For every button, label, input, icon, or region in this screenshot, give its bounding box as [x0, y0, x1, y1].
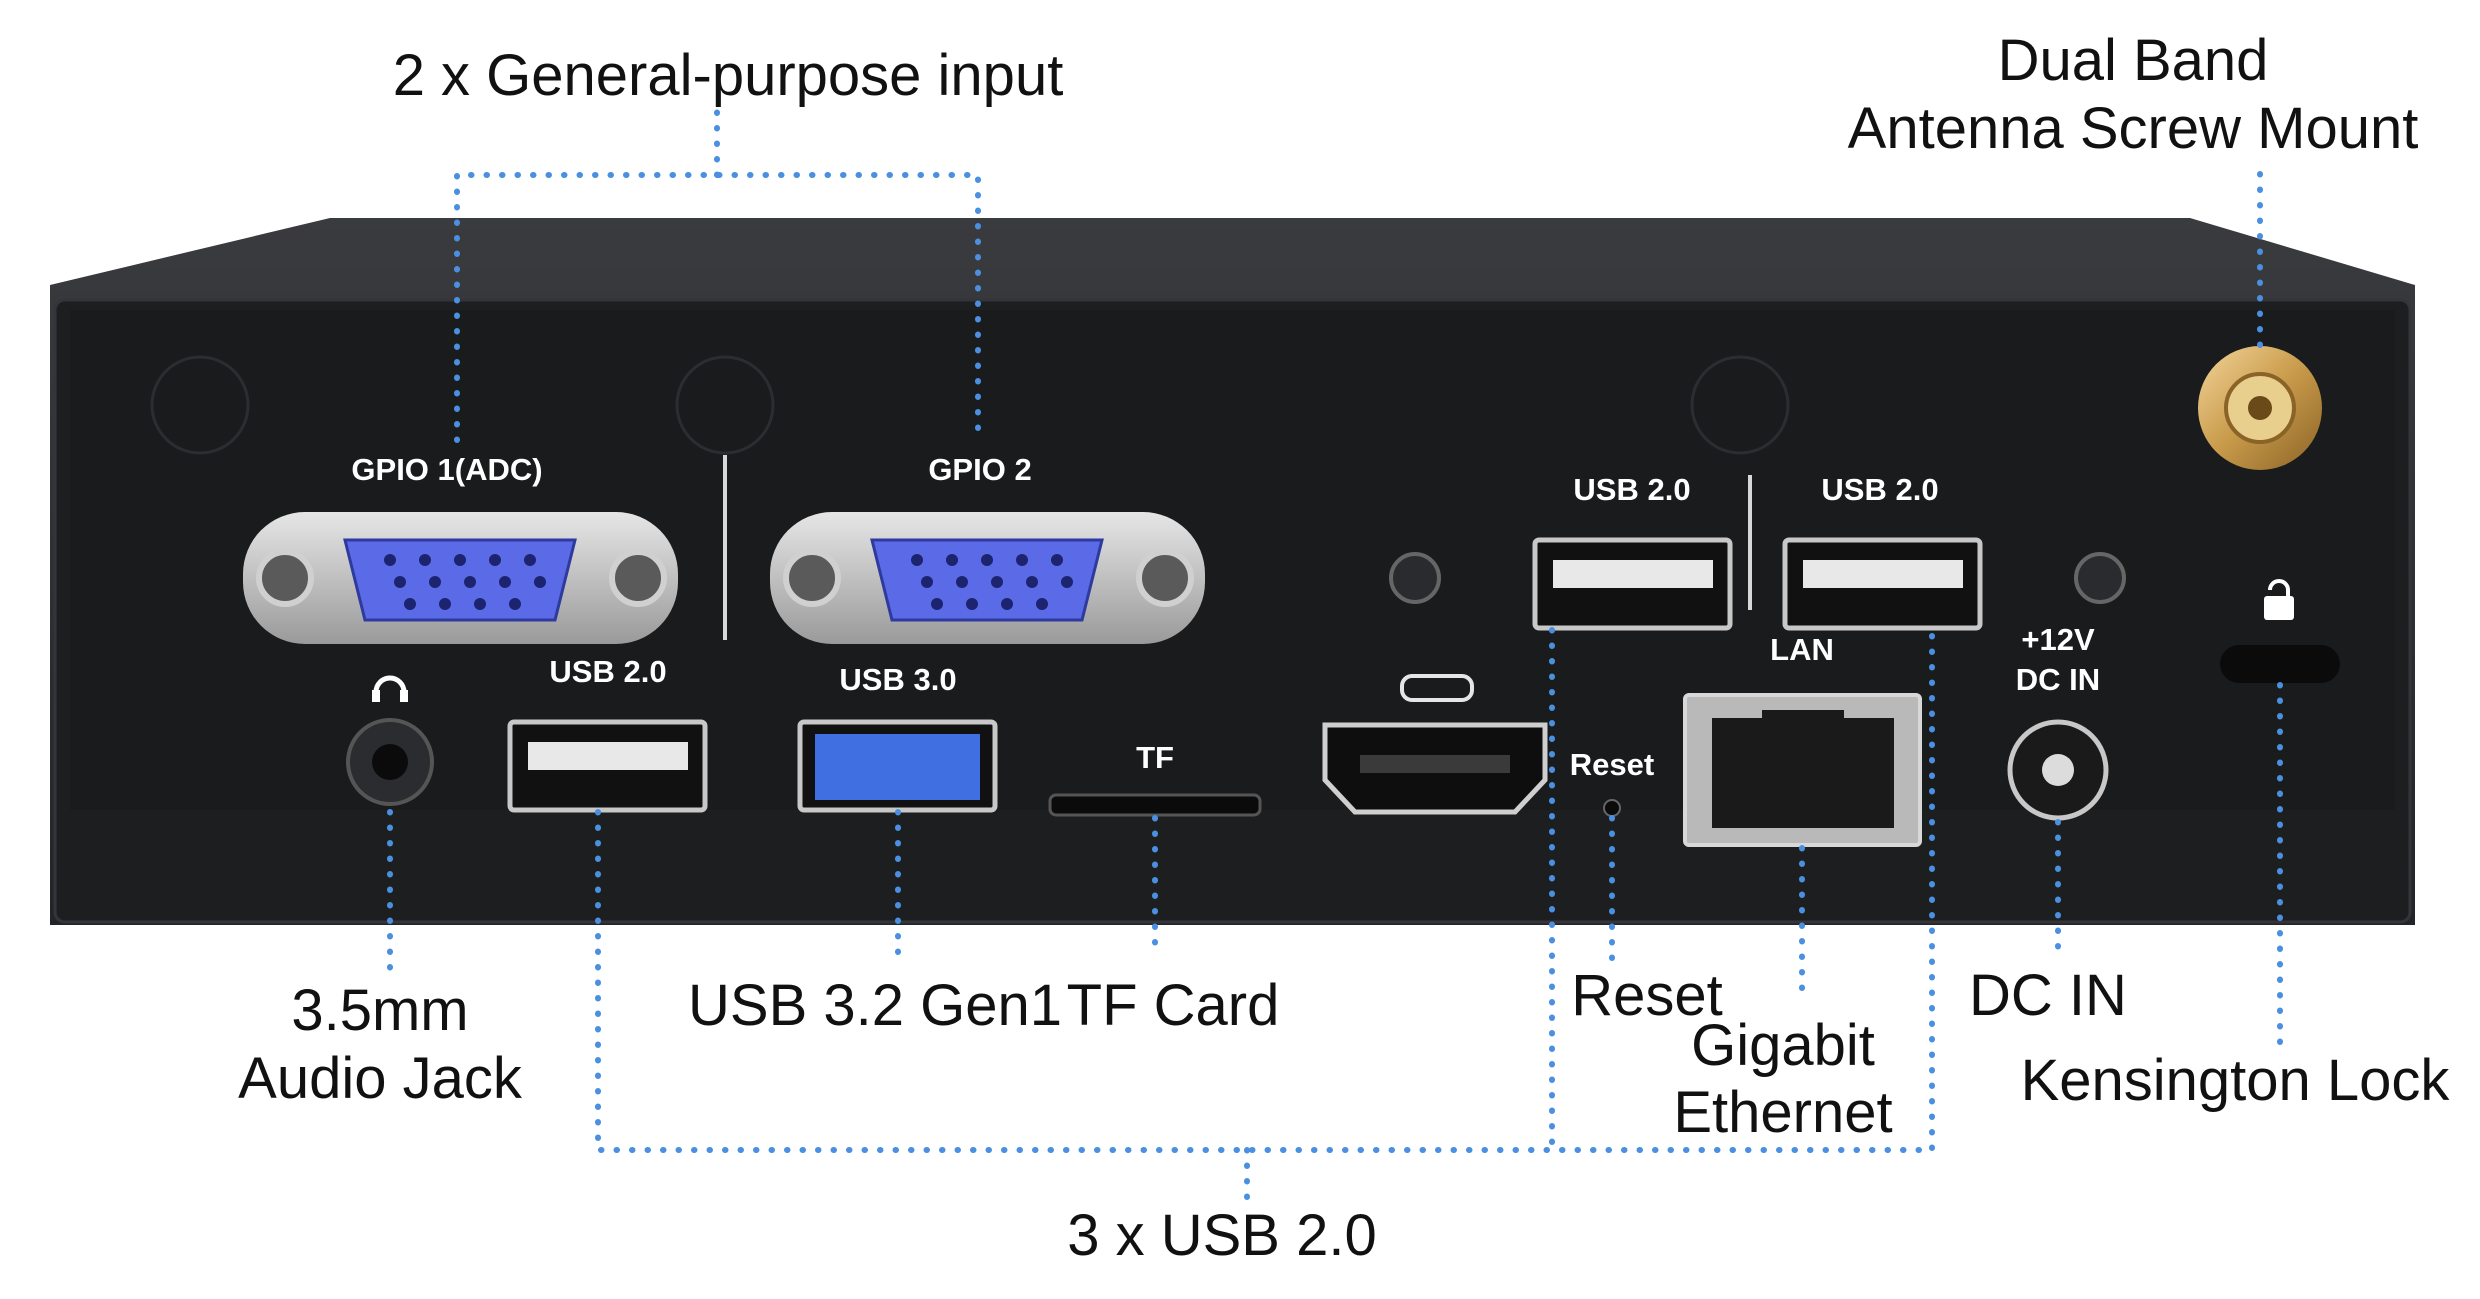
usb20-front-port [507, 719, 708, 813]
usb20-top-left-port [1532, 537, 1733, 631]
callout-kensington: Kensington Lock [2021, 1048, 2451, 1113]
callout-antenna-line1: Dual Band [1998, 28, 2269, 93]
callout-ethernet-line1: Gigabit [1691, 1013, 1875, 1078]
leader-gpio [454, 107, 981, 443]
label-gpio2: GPIO 2 [928, 452, 1031, 487]
antenna-mount [2198, 346, 2322, 470]
gpio1-port [243, 512, 678, 644]
callout-antenna-line2: Antenna Screw Mount [1848, 96, 2419, 161]
label-tf: TF [1136, 740, 1174, 775]
tf-slot [1048, 793, 1262, 817]
leader-lines [387, 107, 2283, 1203]
lan-port [1683, 693, 1922, 847]
callout-dcin: DC IN [1969, 963, 2127, 1028]
leader-usb20x3 [595, 627, 1935, 1203]
usb20-top-right-port [1782, 537, 1983, 631]
kensington-slot [2220, 645, 2340, 683]
lock-icon [2264, 579, 2294, 620]
gpio2-port [770, 512, 1205, 644]
dc-in-port [2007, 719, 2109, 821]
label-lan: LAN [1770, 632, 1834, 667]
callout-audio-line1: 3.5mm [291, 978, 468, 1043]
label-usb20-top-right: USB 2.0 [1821, 472, 1938, 507]
headphone-icon [372, 675, 408, 702]
hdmi-port [1322, 722, 1548, 815]
callout-usb32: USB 3.2 Gen1 [688, 973, 1062, 1038]
callout-usb20x3: 3 x USB 2.0 [1067, 1203, 1376, 1268]
callout-ethernet-line2: Ethernet [1673, 1080, 1892, 1145]
label-usb20-front: USB 2.0 [549, 654, 666, 689]
reset-pinhole [1603, 799, 1621, 817]
audio-jack [346, 718, 434, 806]
label-usb20-top-left: USB 2.0 [1573, 472, 1690, 507]
label-reset: Reset [1570, 747, 1654, 782]
label-power-line2: DC IN [2016, 662, 2100, 697]
callout-tf: TF Card [1067, 973, 1280, 1038]
screw [2074, 552, 2126, 604]
label-usb30: USB 3.0 [839, 662, 956, 697]
micro-hdmi-glyph [1400, 674, 1474, 702]
callout-audio-line2: Audio Jack [238, 1046, 523, 1111]
label-power-line1: +12V [2021, 622, 2095, 657]
screw [1389, 552, 1441, 604]
label-gpio1: GPIO 1(ADC) [351, 452, 542, 487]
callout-reset: Reset [1571, 963, 1723, 1028]
callout-gpio: 2 x General-purpose input [393, 43, 1064, 108]
usb30-port [797, 719, 998, 813]
